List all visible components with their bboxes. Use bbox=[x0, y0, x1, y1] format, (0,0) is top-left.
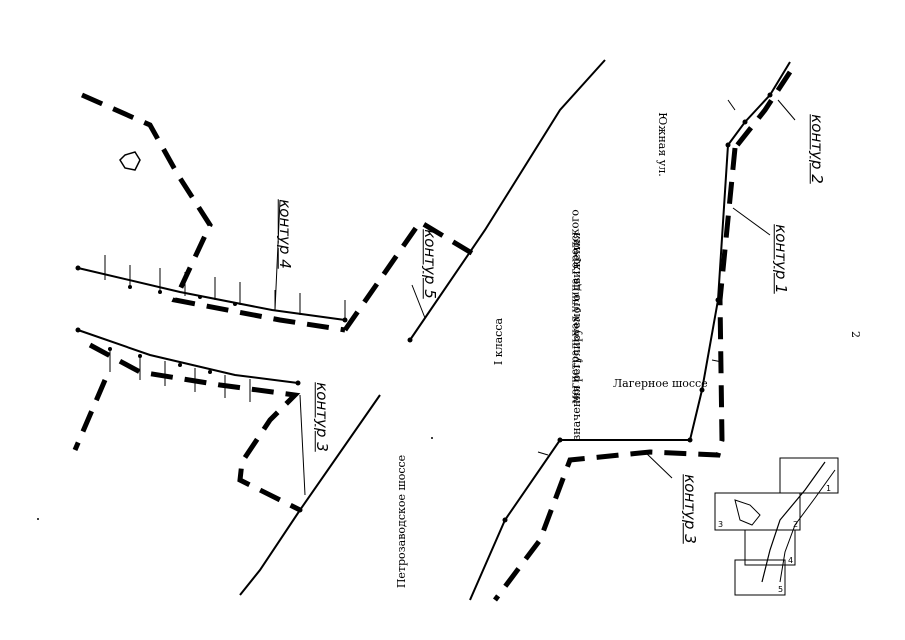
contour-4-boundary bbox=[80, 92, 346, 333]
network-line-contour-3-upper bbox=[77, 329, 299, 384]
leader-lines bbox=[274, 99, 796, 496]
network-line-contour-1 bbox=[469, 144, 729, 601]
key-map-sheet-3: 3 bbox=[718, 520, 724, 529]
contour-3-right-label: контур 3 bbox=[680, 474, 699, 544]
network-line-contour-5 bbox=[409, 59, 606, 341]
network-line-contour-4 bbox=[77, 267, 346, 321]
key-map bbox=[714, 457, 839, 596]
contour-2-boundary bbox=[733, 70, 793, 150]
key-map-sheet-5: 5 bbox=[778, 585, 784, 594]
key-map-sheet-2: 2 bbox=[793, 520, 799, 529]
street-label-lagernoe: Лагерное шоссе bbox=[613, 377, 708, 390]
contour-3-left-label: контур 3 bbox=[312, 382, 331, 452]
contour-1-label: контур 1 bbox=[771, 224, 790, 294]
street-label-petrozavodskoe: Петрозаводское шоссе bbox=[395, 454, 409, 589]
key-map-sheet-1: 1 bbox=[826, 484, 832, 493]
branch-ticks bbox=[104, 99, 736, 456]
contour-4-label: контур 4 bbox=[275, 199, 294, 269]
proposed-contours bbox=[72, 70, 793, 602]
contour-5-boundary bbox=[342, 218, 477, 332]
stray-marks bbox=[37, 437, 433, 520]
network-line-contour-3-lower bbox=[239, 394, 381, 596]
contour-3-left-boundary bbox=[72, 379, 108, 451]
existing-network bbox=[77, 59, 791, 601]
building-outline bbox=[119, 151, 141, 171]
street-label-magistral-line-3: I класса bbox=[492, 317, 506, 366]
contour-3-upper-boundary bbox=[88, 342, 302, 513]
contour-2-label: контур 2 bbox=[807, 114, 826, 184]
contour-1-boundary bbox=[493, 147, 738, 602]
key-map-sheet-4: 4 bbox=[788, 556, 794, 565]
street-label-magistral-line-2: значения регулируемого движения bbox=[569, 232, 583, 441]
contour-5-label: контур 5 bbox=[420, 229, 439, 299]
street-label-yuzhnaya: Южная ул. bbox=[655, 112, 669, 177]
network-line-contour-2 bbox=[727, 61, 791, 146]
page-number: 2 bbox=[849, 331, 862, 338]
